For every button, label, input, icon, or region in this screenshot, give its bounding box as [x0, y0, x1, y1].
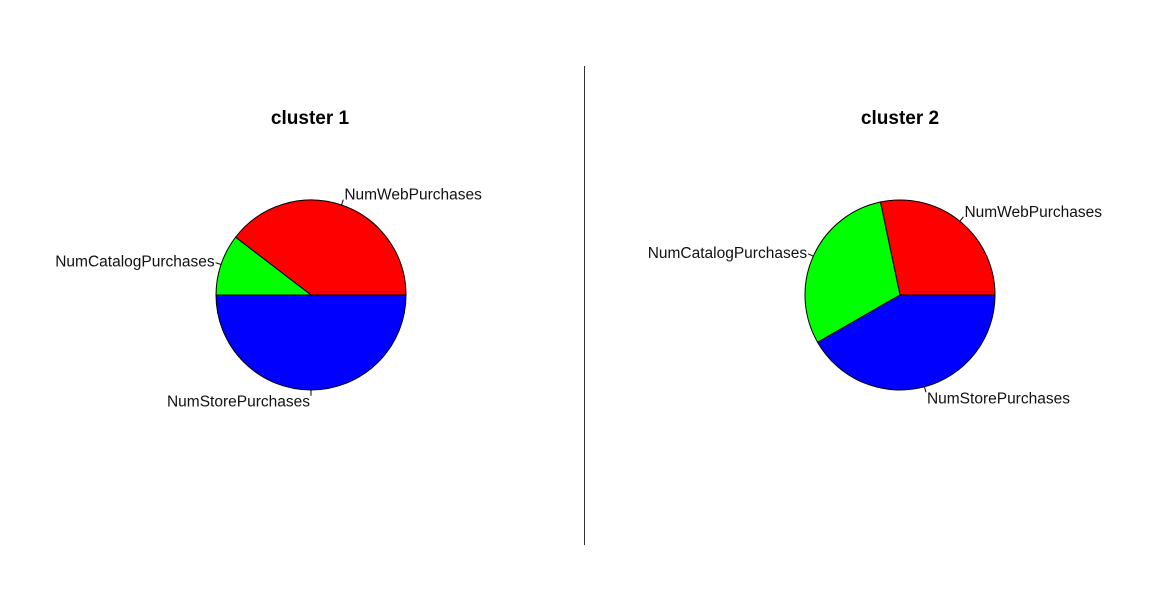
pie-slice-numcatalogpurchases [804, 201, 901, 344]
pie-slice-numwebpurchases [879, 199, 996, 296]
pie-slices [804, 199, 996, 391]
pie-labels: NumWebPurchasesNumCatalogPurchasesNumSto… [55, 187, 482, 411]
pie-label-numstorepurchases: NumStorePurchases [927, 390, 1070, 407]
label-leader-line [341, 199, 344, 206]
chart-title: cluster 1 [271, 108, 350, 129]
pie-slice-numstorepurchases [816, 294, 996, 391]
label-leader-line [215, 262, 222, 265]
label-leader-line [807, 253, 814, 257]
pie-panel-cluster-1: cluster 1 NumWebPurchasesNumCatalogPurch… [55, 108, 482, 411]
pie-slice-numwebpurchases [234, 199, 407, 296]
pie-slices [215, 199, 407, 391]
pie-labels: NumWebPurchasesNumCatalogPurchasesNumSto… [648, 204, 1103, 407]
pie-label-numcatalogpurchases: NumCatalogPurchases [55, 254, 215, 271]
pie-slice-numstorepurchases [215, 294, 407, 391]
label-leader-line [959, 216, 964, 222]
pie-label-numwebpurchases: NumWebPurchases [964, 204, 1102, 221]
pie-label-numwebpurchases: NumWebPurchases [344, 187, 482, 204]
pie-panel-cluster-2: cluster 2 NumWebPurchasesNumCatalogPurch… [648, 108, 1103, 407]
chart-title: cluster 2 [861, 108, 939, 129]
label-leader-line [924, 386, 927, 393]
pie-label-numstorepurchases: NumStorePurchases [167, 394, 310, 411]
pie-label-numcatalogpurchases: NumCatalogPurchases [648, 245, 808, 262]
